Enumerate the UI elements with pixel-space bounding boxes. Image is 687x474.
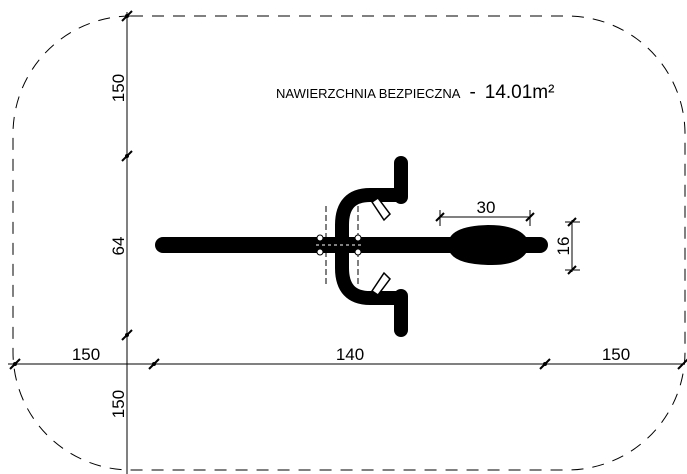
area-label: NAWIERZCHNIA BEZPIECZNA - 14.01m² — [276, 82, 554, 103]
dim-left-clearance: 150 — [72, 345, 100, 364]
dim-equipment-length: 140 — [336, 345, 364, 364]
dim-seat-width: 16 — [554, 237, 573, 256]
area-label-name: NAWIERZCHNIA BEZPIECZNA — [276, 86, 461, 101]
horizontal-dimension-line — [8, 358, 687, 370]
dim-top-clearance: 150 — [109, 74, 128, 102]
equipment-symbol — [155, 156, 548, 337]
area-label-value: 14.01m² — [485, 82, 555, 103]
seat-width-dimension: 16 — [554, 217, 580, 275]
handlebar — [335, 188, 407, 305]
dim-right-clearance: 150 — [602, 345, 630, 364]
dim-equipment-width: 64 — [109, 237, 128, 256]
pedal-top — [370, 196, 391, 222]
area-label-separator: - — [469, 82, 475, 103]
dim-bottom-clearance: 150 — [109, 390, 128, 418]
vertical-dimension-line — [121, 10, 133, 474]
seat — [448, 225, 540, 266]
safety-surface-outline — [12, 15, 686, 471]
pedal-bottom — [370, 271, 391, 297]
dim-seat-length: 30 — [477, 198, 496, 217]
seat-length-dimension: 30 — [435, 198, 535, 226]
